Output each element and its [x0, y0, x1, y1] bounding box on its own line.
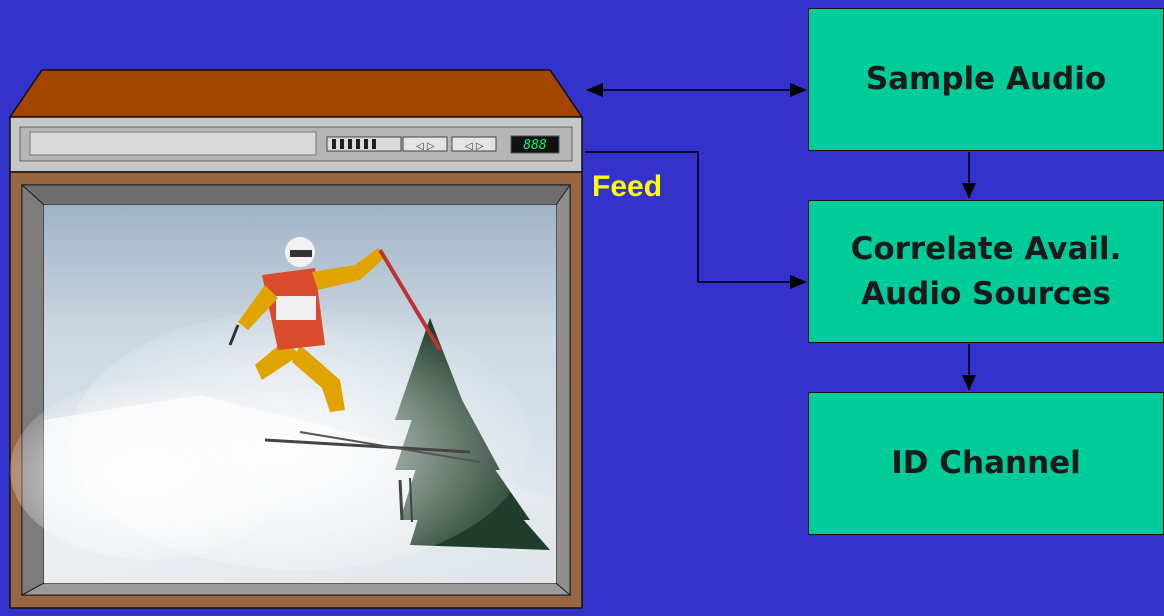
tv-slot [29, 131, 317, 156]
correlate-sources-label: Correlate Avail. Audio Sources [850, 230, 1122, 312]
id-channel-label: ID Channel [891, 445, 1081, 481]
correlate-sources-box: Correlate Avail. Audio Sources [808, 200, 1164, 343]
tv-lcd-readout: 888 [523, 138, 547, 153]
connector-arrows [585, 83, 976, 391]
svg-text:◁ ▷: ◁ ▷ [465, 141, 484, 152]
arrow-feed [585, 151, 790, 283]
tv-lcd-display [510, 135, 560, 154]
tv-buttons: ◁ ▷ ◁ ▷ [326, 135, 560, 154]
tv-set: ◁ ▷ ◁ ▷ [8, 69, 584, 609]
sample-audio-box: Sample Audio [808, 8, 1164, 151]
skier [228, 237, 481, 463]
tv-top-panel [8, 69, 584, 118]
svg-text:◁ ▷: ◁ ▷ [416, 141, 435, 152]
feed-label: Feed [592, 170, 663, 203]
sample-audio-label: Sample Audio [865, 61, 1107, 97]
id-channel-box: ID Channel [808, 392, 1164, 535]
tv-screen-photo [10, 205, 556, 583]
